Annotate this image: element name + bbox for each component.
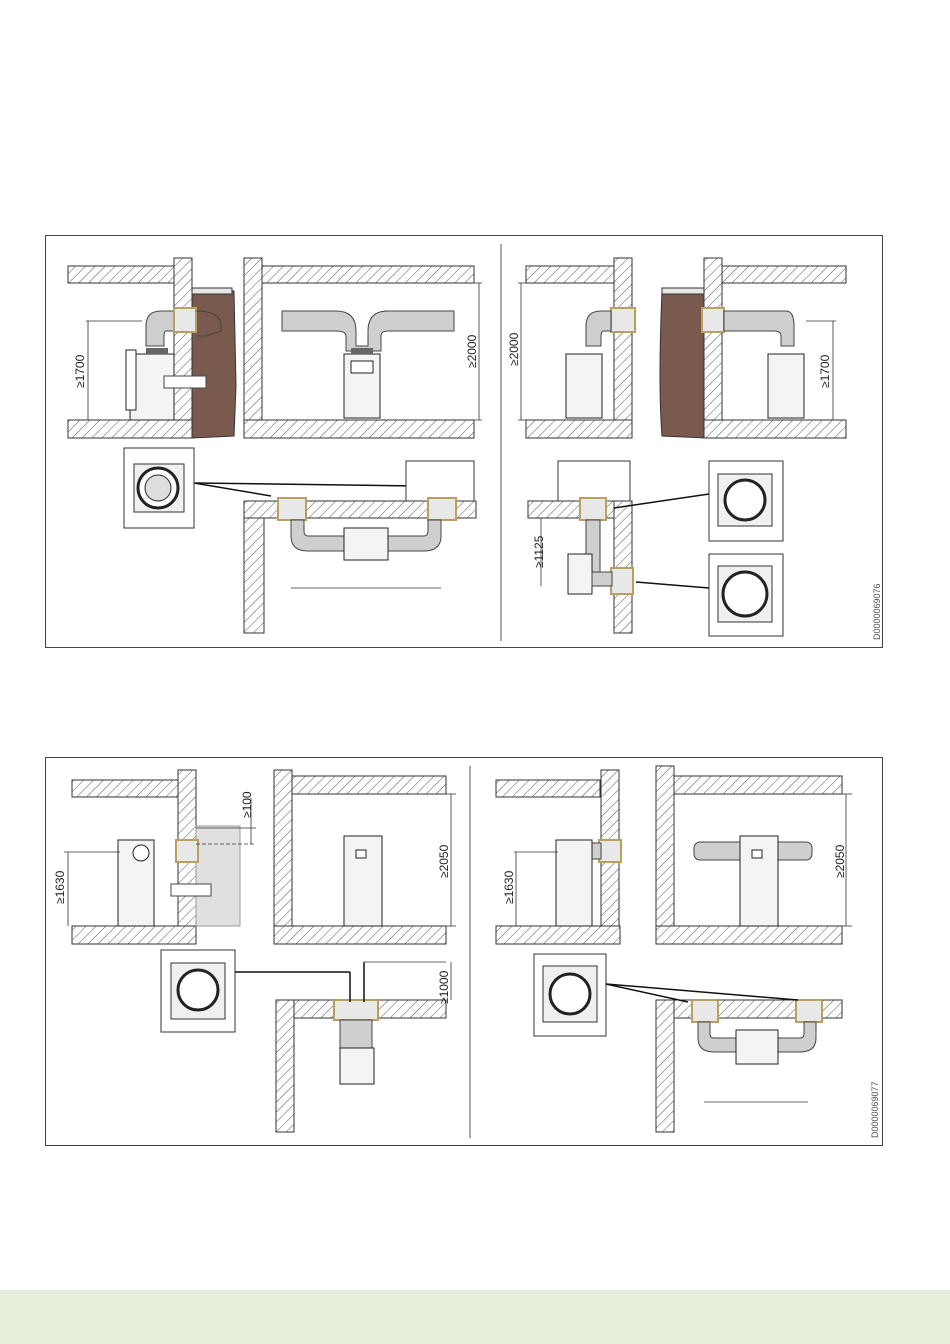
- wall-sleeve: [174, 308, 196, 332]
- sleeve-right: [428, 498, 456, 520]
- floor-wall-2: [244, 420, 474, 438]
- figure-1-drawing: ≥1700 ≥2000 ≥2000 ≥1700: [46, 236, 882, 647]
- dim-1700-right: ≥1700: [818, 354, 832, 388]
- figure-code-1: D0000069076: [872, 583, 882, 640]
- duct-bend: [146, 311, 174, 346]
- dim-1000: ≥1000: [437, 970, 451, 1004]
- dim-1630-left: ≥1630: [53, 870, 67, 904]
- vertical-wall: [174, 258, 192, 438]
- dim-2000-left: ≥2000: [465, 334, 479, 368]
- dim-100: ≥100: [240, 791, 254, 818]
- figure-code-2: D0000069077: [870, 1081, 880, 1138]
- plan-wall-vertical: [244, 501, 264, 633]
- plan-hood: [406, 461, 474, 501]
- installation-figure-2: ≥100 ≥1630 ≥2050 ≥1000 ≥1630 ≥2050: [45, 757, 883, 1146]
- vertical-wall-2: [244, 258, 262, 438]
- sleeve-left: [278, 498, 306, 520]
- soil-outside: [192, 291, 236, 438]
- floor-wall: [68, 420, 192, 438]
- dim-2050-right: ≥2050: [833, 844, 847, 878]
- grille-top: [192, 288, 232, 294]
- footer-band: [0, 1290, 950, 1344]
- dim-2050-left: ≥2050: [437, 844, 451, 878]
- duct-split: [282, 311, 454, 351]
- figure-2-drawing: ≥100 ≥1630 ≥2050 ≥1000 ≥1630 ≥2050: [46, 758, 882, 1145]
- dim-1700-left: ≥1700: [73, 354, 87, 388]
- ceiling-wall-2: [262, 266, 474, 283]
- dim-2000-right: ≥2000: [507, 332, 521, 366]
- dim-1125: ≥1125: [532, 535, 546, 568]
- installation-figure-1: ≥1700 ≥2000 ≥2000 ≥1700: [45, 235, 883, 648]
- ceiling-wall: [68, 266, 176, 283]
- dim-1630-right: ≥1630: [502, 870, 516, 904]
